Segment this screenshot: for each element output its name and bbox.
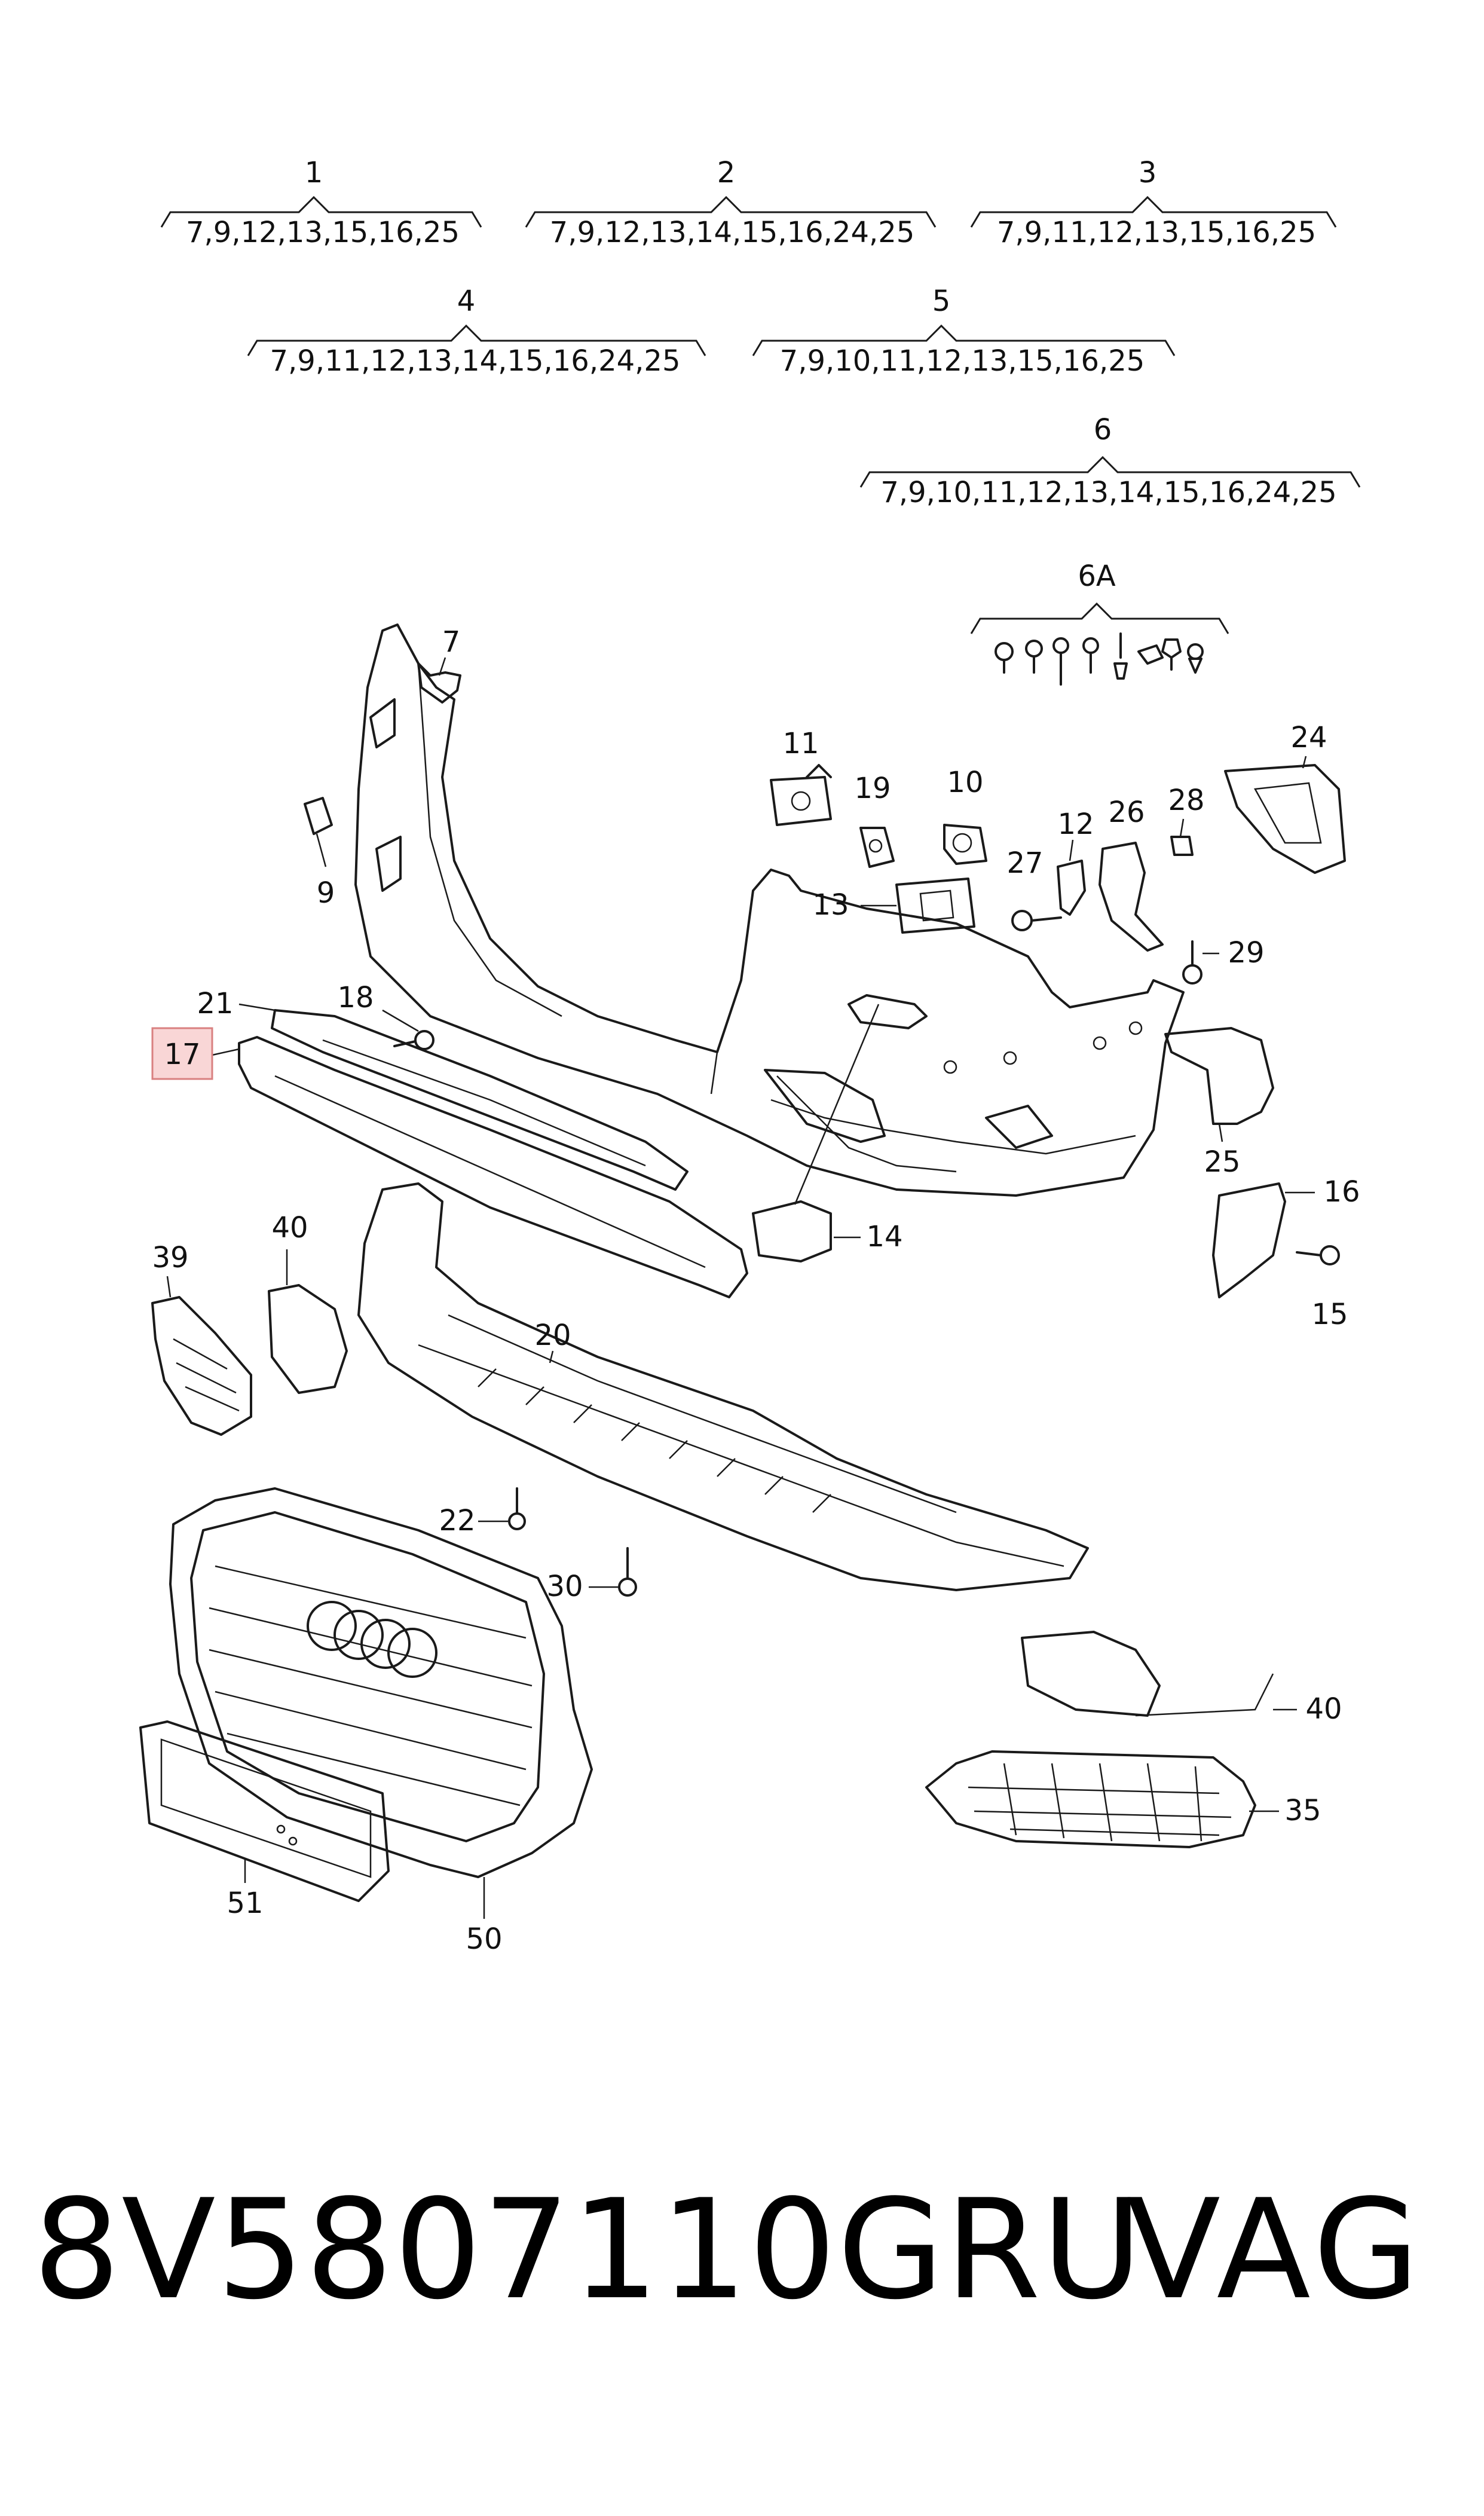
callout-40-lower: 40 — [1305, 1692, 1342, 1726]
callout-40-upper: 40 — [271, 1211, 308, 1245]
part-40-lower-air-guide: 40 — [1021, 1631, 1342, 1726]
brand-label: VAG — [1126, 2170, 1424, 2330]
callout-17[interactable]: 17 — [164, 1038, 200, 1071]
callout-10: 10 — [947, 766, 983, 799]
kit-group-4: 4 7,9,11,12,13,14,15,16,24,25 — [247, 285, 706, 378]
kit-2-number: 2 — [717, 156, 736, 189]
callout-24: 24 — [1290, 721, 1327, 754]
clip-icon — [1113, 632, 1128, 680]
kit-3-number: 3 — [1139, 156, 1157, 189]
part-27-screw: 27 — [1006, 846, 1062, 931]
part-11-cap: 11 — [770, 727, 832, 826]
callout-29: 29 — [1228, 936, 1264, 970]
clip-icon — [1187, 643, 1204, 674]
callout-19: 19 — [854, 772, 891, 805]
screw-icon — [1052, 637, 1069, 686]
callout-27: 27 — [1006, 846, 1043, 880]
callout-28: 28 — [1168, 784, 1204, 817]
part-39-fog-grille: 39 — [151, 1241, 252, 1436]
callout-25: 25 — [1204, 1145, 1240, 1179]
callout-16: 16 — [1323, 1175, 1360, 1209]
part-16-bracket: 16 — [1212, 1175, 1360, 1298]
screw-icon — [1082, 637, 1099, 674]
part-20-impact-absorber: 20 — [357, 1182, 1089, 1591]
part-22-screw: 22 — [439, 1487, 526, 1537]
part-13-holder: 13 — [812, 878, 975, 934]
part-17-spoiler — [212, 1036, 748, 1298]
kit-group-1: 1 7,9,12,13,15,16,25 — [160, 156, 482, 249]
callout-50: 50 — [466, 1922, 502, 1956]
callout-30: 30 — [546, 1570, 583, 1603]
callout-11: 11 — [782, 727, 819, 760]
part-24-cover: 24 — [1224, 721, 1346, 874]
callout-39: 39 — [152, 1241, 188, 1274]
callout-13: 13 — [812, 888, 849, 922]
kit-6-contents: 7,9,10,11,12,13,14,15,16,24,25 — [880, 476, 1336, 509]
part-18-screw: 18 — [337, 981, 435, 1050]
part-10-holder: 10 — [943, 766, 987, 865]
bumper-cover — [354, 623, 1185, 1197]
callout-22: 22 — [439, 1504, 475, 1537]
kit-group-6: 6 7,9,10,11,12,13,14,15,16,24,25 — [859, 413, 1361, 509]
kit-6a-label: 6A — [1078, 560, 1116, 593]
part-7-bracket: 7 — [417, 625, 461, 704]
callout-7: 7 — [442, 625, 461, 659]
callout-15: 15 — [1311, 1298, 1348, 1331]
clip-icon — [1137, 644, 1164, 665]
kit-3-contents: 7,9,11,12,13,15,16,25 — [997, 216, 1316, 249]
kit-group-3: 3 7,9,11,12,13,15,16,25 — [970, 156, 1337, 249]
callout-9: 9 — [317, 876, 335, 910]
nut-icon — [1161, 638, 1182, 671]
kit-4-number: 4 — [457, 285, 476, 318]
callout-18: 18 — [337, 981, 374, 1014]
part-50-radiator-grille: 50 — [169, 1487, 593, 1956]
part-25-bracket: 25 — [1164, 1027, 1274, 1179]
part-35-lower-grille: 35 — [925, 1750, 1321, 1848]
callout-26: 26 — [1108, 796, 1145, 829]
part-12-bracket: 12 — [1057, 808, 1094, 916]
part-51-license-plate-bracket: 51 — [139, 1720, 390, 1920]
callout-21: 21 — [197, 987, 233, 1020]
kit-5-contents: 7,9,10,11,12,13,15,16,25 — [780, 344, 1145, 378]
part-19-holder: 19 — [854, 772, 895, 868]
kit-group-2: 2 7,9,12,13,14,15,16,24,25 — [525, 156, 937, 249]
part-28-clip: 28 — [1168, 784, 1205, 856]
kit-group-5: 5 7,9,10,11,12,13,15,16,25 — [752, 285, 1176, 378]
callout-51: 51 — [227, 1887, 263, 1920]
part-29-screw: 29 — [1182, 936, 1265, 985]
part-26-guide: 26 — [1099, 796, 1164, 952]
screw-icon — [1025, 640, 1043, 674]
part-number: 8V5807110GRU — [33, 2170, 1144, 2330]
callout-35: 35 — [1284, 1794, 1321, 1827]
kit-1-number: 1 — [305, 156, 323, 189]
part-21-grille-strip: 21 — [197, 987, 689, 1191]
kit-1-contents: 7,9,12,13,15,16,25 — [186, 216, 460, 249]
callout-12: 12 — [1057, 808, 1094, 841]
kit-2-contents: 7,9,12,13,14,15,16,24,25 — [550, 216, 915, 249]
part-15-screw: 15 — [1296, 1245, 1348, 1331]
kit-6-number: 6 — [1094, 413, 1112, 447]
part-14-tow-cap: 14 — [752, 1004, 903, 1262]
part-40-air-guide: 40 — [268, 1211, 348, 1394]
callout-20: 20 — [534, 1319, 571, 1352]
callout-14: 14 — [866, 1220, 902, 1254]
part-9-clip: 9 — [304, 797, 335, 910]
screw-icon — [995, 642, 1014, 674]
kit-4-contents: 7,9,11,12,13,14,15,16,24,25 — [270, 344, 680, 378]
kit-5-number: 5 — [932, 285, 951, 318]
part-30-screw: 30 — [546, 1547, 637, 1603]
kit-6a-fasteners: 6A — [970, 560, 1229, 686]
callout-17-highlight[interactable]: 17 — [151, 1027, 213, 1080]
